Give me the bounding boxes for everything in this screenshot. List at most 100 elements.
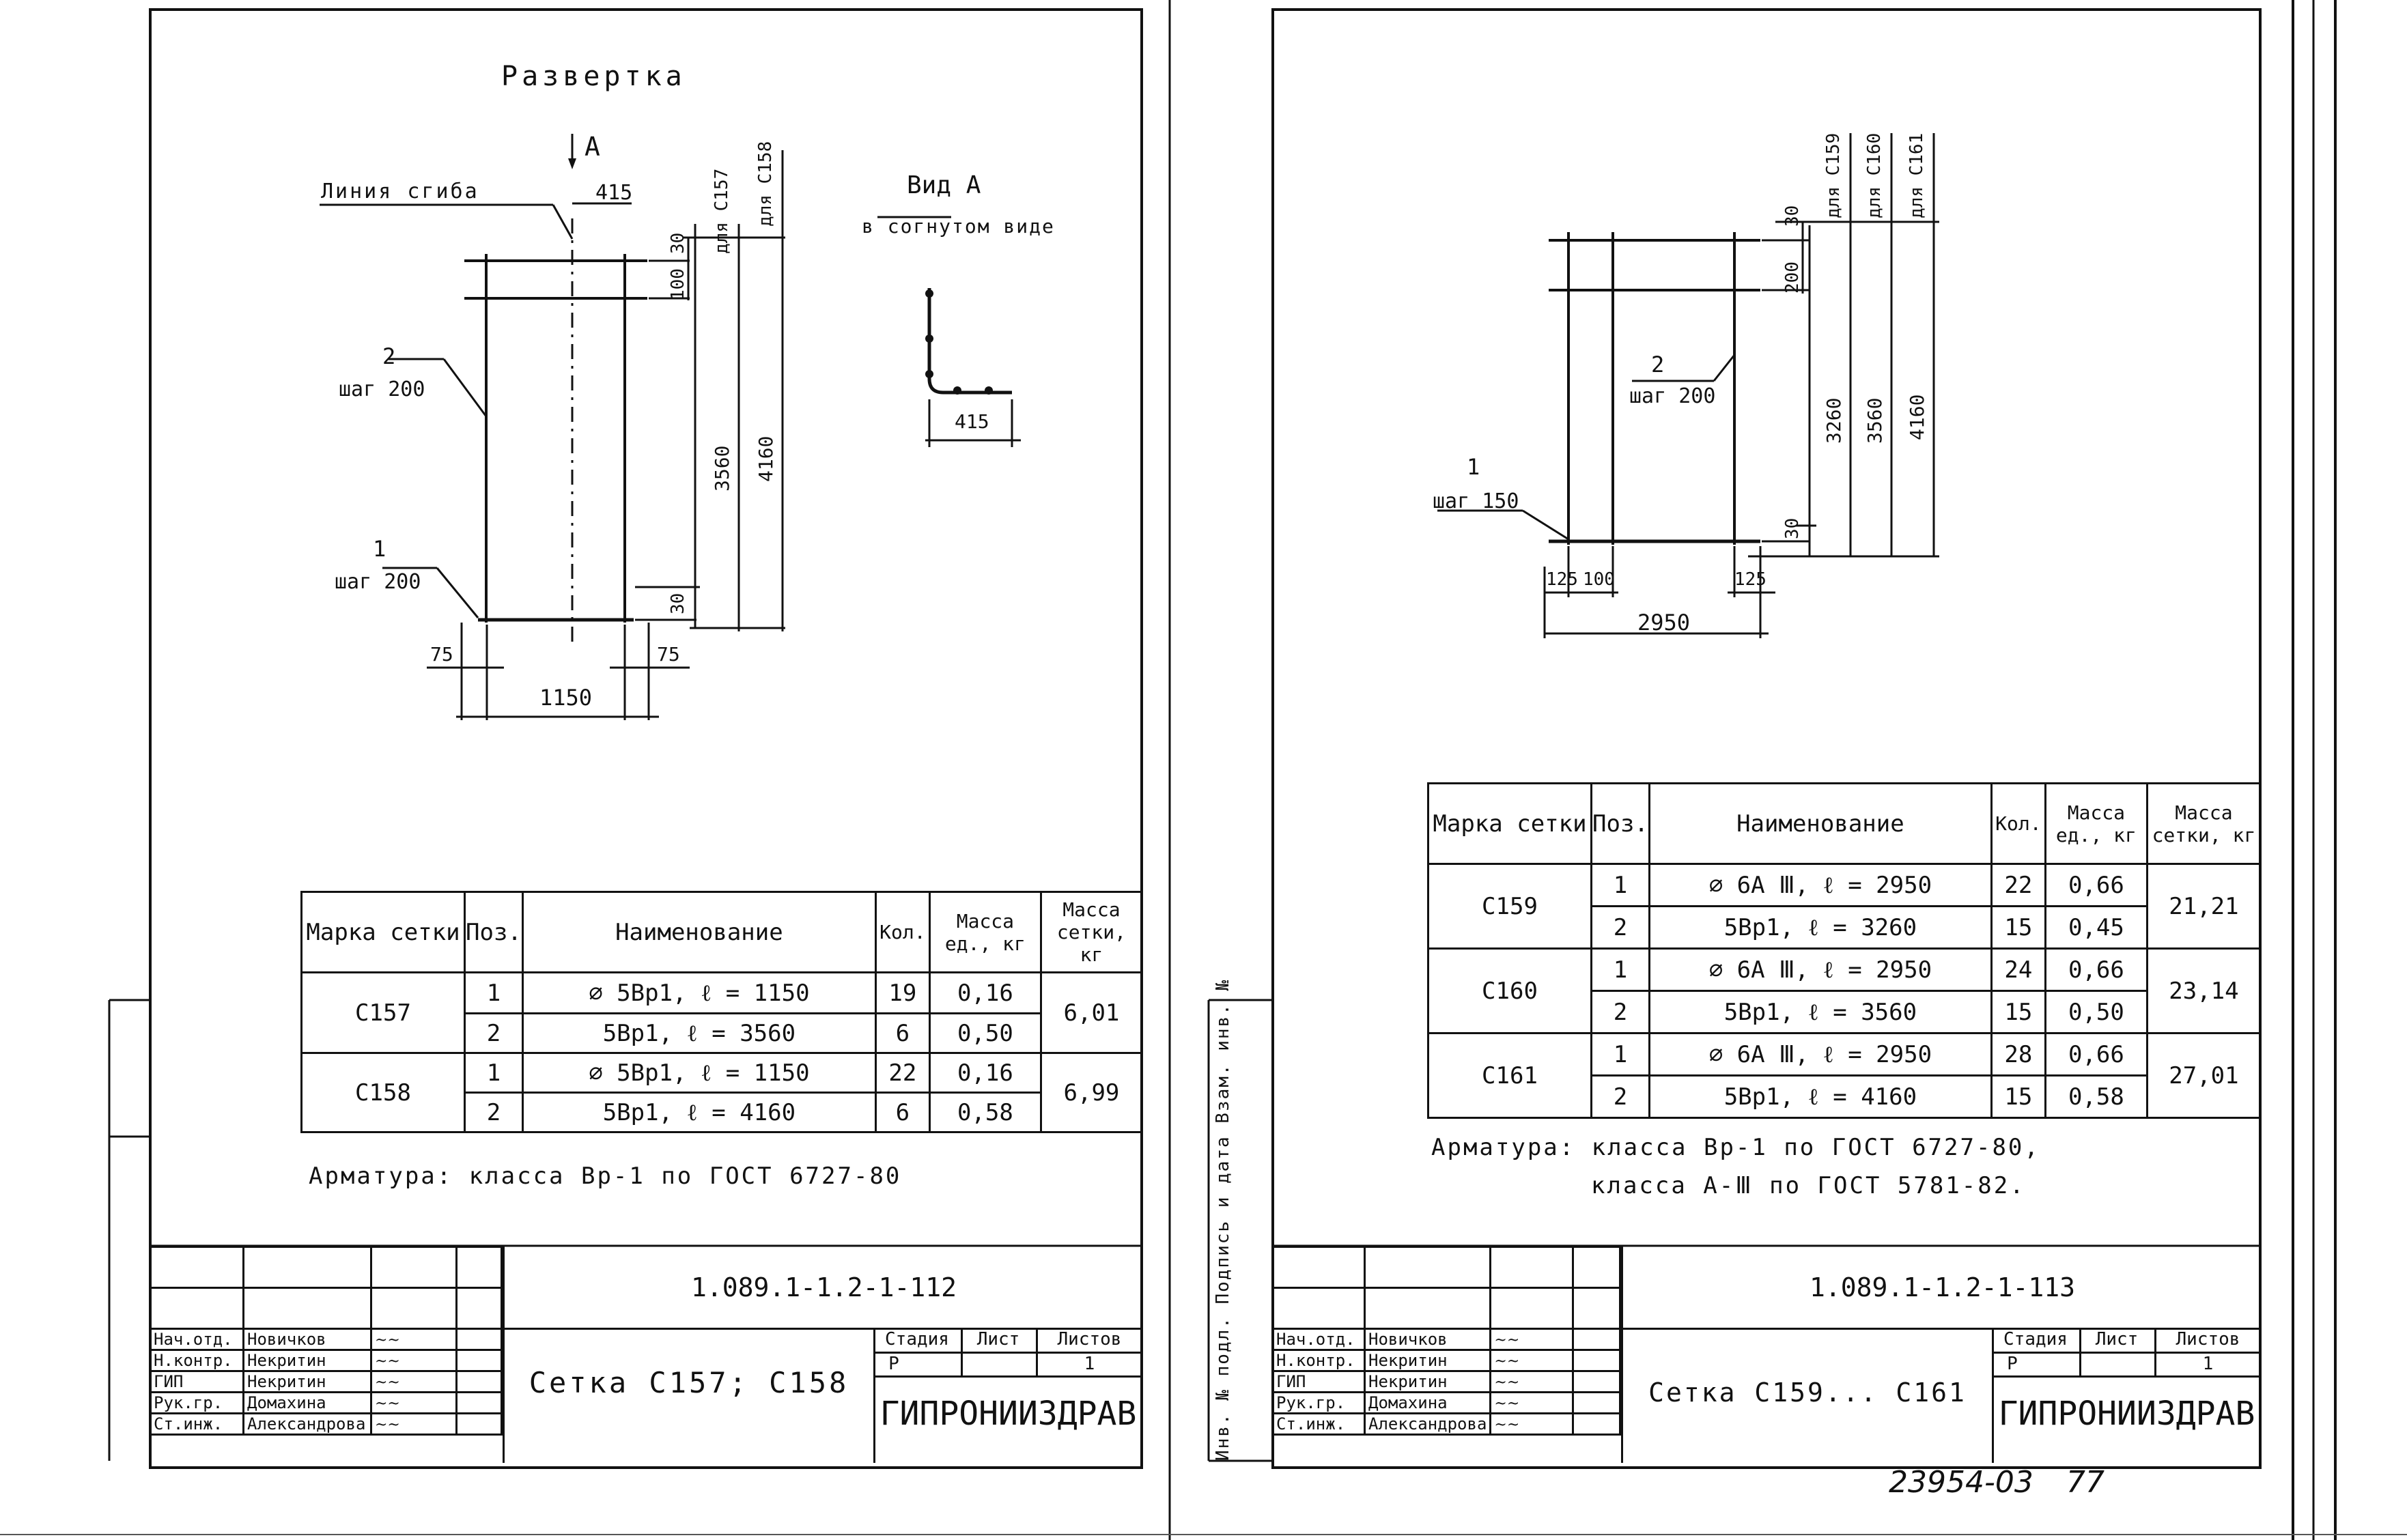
side-stamp: Инв. № подл. Подпись и дата Взам. инв. № bbox=[1213, 978, 1233, 1461]
stamp-person: Некритин bbox=[242, 1370, 372, 1393]
signature: ~~ bbox=[370, 1370, 458, 1393]
name-cell: ⌀ 6А Ⅲ, ℓ = 2950 bbox=[1648, 1032, 1993, 1076]
stage-label: Стадия bbox=[2003, 1329, 2068, 1350]
unit-mass-cell: 0,58 bbox=[928, 1092, 1042, 1133]
name-cell: ⌀ 5Вр1, ℓ = 1150 bbox=[521, 1052, 877, 1094]
pos-cell: 2 bbox=[1590, 1074, 1650, 1119]
unit-mass-cell: 0,50 bbox=[928, 1012, 1042, 1054]
dim-30-bottom: 30 bbox=[1782, 517, 1803, 539]
pos1-number: 1 bbox=[1467, 454, 1480, 480]
sheet1-org: ГИПРОНИИЗДРАВ bbox=[879, 1395, 1137, 1433]
header-pos: Поз. bbox=[464, 891, 524, 973]
signature: ~~ bbox=[370, 1328, 458, 1351]
total-mass-cell: 27,01 bbox=[2145, 1032, 2262, 1119]
stamp-role: Нач.отд. bbox=[149, 1328, 244, 1351]
sheet1-spec-table: Марка сетки Поз. Наименование Кол. Масса… bbox=[300, 891, 1144, 1133]
header-mark: Марка сетки bbox=[1427, 782, 1592, 865]
unit-mass-cell: 0,66 bbox=[2044, 947, 2148, 992]
header-unit-mass: Масса ед., кг bbox=[2044, 782, 2148, 865]
name-cell: 5Вр1, ℓ = 3560 bbox=[1648, 990, 1993, 1034]
view-a-subtitle: в согнутом виде bbox=[862, 215, 1055, 238]
qty-cell: 15 bbox=[1990, 990, 2046, 1034]
dim-75-left: 75 bbox=[430, 643, 453, 666]
mark-cell: С160 bbox=[1427, 947, 1592, 1034]
label-for-c157: для С157 bbox=[712, 168, 732, 254]
pos2-number: 2 bbox=[382, 343, 396, 369]
sheet1-frame bbox=[149, 8, 1143, 1469]
sheet2-doc-name: Сетка С159... С161 bbox=[1648, 1378, 1967, 1408]
dim-30-bottom: 30 bbox=[668, 593, 688, 614]
stamp-role: ГИП bbox=[1271, 1370, 1366, 1393]
stamp-role: ГИП bbox=[149, 1370, 244, 1393]
mark-cell: С157 bbox=[300, 971, 466, 1054]
stamp-person: Новичков bbox=[1363, 1328, 1492, 1351]
sheet2-doc-code: 1.089.1-1.2-1-113 bbox=[1810, 1272, 2075, 1302]
sheets-label: Листов bbox=[2176, 1329, 2240, 1350]
signature: ~~ bbox=[370, 1391, 458, 1414]
total-mass-cell: 23,14 bbox=[2145, 947, 2262, 1034]
label-for-c160: для С160 bbox=[1864, 132, 1885, 218]
name-cell: ⌀ 5Вр1, ℓ = 1150 bbox=[521, 971, 877, 1014]
stamp-person: Некритин bbox=[242, 1349, 372, 1372]
stamp-role: Рук.гр. bbox=[149, 1391, 244, 1414]
qty-cell: 22 bbox=[1990, 863, 2046, 907]
qty-cell: 6 bbox=[874, 1012, 931, 1054]
qty-cell: 15 bbox=[1990, 1074, 2046, 1119]
stamp-person: Александрова bbox=[242, 1412, 372, 1436]
header-total-mass: Масса сетки, кг bbox=[1039, 891, 1144, 973]
header-name: Наименование bbox=[521, 891, 877, 973]
mark-cell: С161 bbox=[1427, 1032, 1592, 1119]
qty-cell: 6 bbox=[874, 1092, 931, 1133]
bend-line-label: Линия сгиба bbox=[321, 180, 479, 203]
pos2-step: шаг 200 bbox=[339, 377, 425, 401]
sheet2-stamp-right: 1.089.1-1.2-1-113 Сетка С159... С161 Ста… bbox=[1621, 1246, 2262, 1463]
qty-cell: 19 bbox=[874, 971, 931, 1014]
pos-cell: 1 bbox=[464, 1052, 524, 1094]
dim-30-top: 30 bbox=[1782, 205, 1803, 227]
unit-mass-cell: 0,58 bbox=[2044, 1074, 2148, 1119]
unit-mass-cell: 0,50 bbox=[2044, 990, 2148, 1034]
header-total-mass: Масса сетки, кг bbox=[2145, 782, 2262, 865]
dim-2950: 2950 bbox=[1637, 610, 1691, 636]
sheet1-doc-code: 1.089.1-1.2-1-112 bbox=[691, 1272, 957, 1302]
header-pos: Поз. bbox=[1590, 782, 1650, 865]
sheet2-frame bbox=[1271, 8, 2262, 1469]
header-mark: Марка сетки bbox=[300, 891, 466, 973]
header-unit-mass: Масса ед., кг bbox=[928, 891, 1042, 973]
pos2-number: 2 bbox=[1651, 352, 1665, 377]
dim-125-left: 125 bbox=[1546, 569, 1578, 590]
dim-415-top: 415 bbox=[595, 181, 633, 205]
sheet2-org: ГИПРОНИИЗДРАВ bbox=[1998, 1395, 2255, 1433]
signature: ~~ bbox=[1489, 1412, 1575, 1436]
mark-cell: С158 bbox=[300, 1052, 466, 1133]
name-cell: 5Вр1, ℓ = 4160 bbox=[521, 1092, 877, 1133]
pos2-step: шаг 200 bbox=[1629, 384, 1716, 408]
pos1-number: 1 bbox=[373, 536, 386, 562]
stamp-person: Некритин bbox=[1363, 1349, 1492, 1372]
pos-cell: 1 bbox=[1590, 863, 1650, 907]
header-qty: Кол. bbox=[874, 891, 931, 973]
unit-mass-cell: 0,16 bbox=[928, 1052, 1042, 1094]
sheet2-spec-table: Марка сетки Поз. Наименование Кол. Масса… bbox=[1427, 782, 2262, 1119]
unit-mass-cell: 0,45 bbox=[2044, 905, 2148, 950]
dim-30-top: 30 bbox=[668, 232, 688, 254]
stamp-person: Домахина bbox=[1363, 1391, 1492, 1414]
name-cell: ⌀ 6А Ⅲ, ℓ = 2950 bbox=[1648, 863, 1993, 907]
pos1-step: шаг 150 bbox=[1433, 489, 1519, 513]
sheet2-stamp-grid: Нач.отд.Новичков~~ Н.контр.Некритин~~ ГИ… bbox=[1271, 1246, 1621, 1436]
sheet1-doc-name: Сетка С157; С158 bbox=[529, 1366, 849, 1399]
archive-number: 23954-03 bbox=[1889, 1465, 2033, 1500]
label-for-c161: для С161 bbox=[1906, 132, 1927, 218]
pos-cell: 2 bbox=[464, 1012, 524, 1054]
name-cell: ⌀ 6А Ⅲ, ℓ = 2950 bbox=[1648, 947, 1993, 992]
dim-200: 200 bbox=[1782, 261, 1803, 294]
sheet2-rebar-note-line2: класса А-Ⅲ по ГОСТ 5781-82. bbox=[1591, 1172, 2026, 1199]
stage-label: Стадия bbox=[885, 1329, 949, 1350]
dim-1150: 1150 bbox=[539, 685, 593, 711]
pos-cell: 2 bbox=[1590, 990, 1650, 1034]
stamp-role: Нач.отд. bbox=[1271, 1328, 1366, 1351]
sheets-label: Листов bbox=[1057, 1329, 1122, 1350]
stamp-person: Домахина bbox=[242, 1391, 372, 1414]
stamp-role: Н.контр. bbox=[149, 1349, 244, 1372]
